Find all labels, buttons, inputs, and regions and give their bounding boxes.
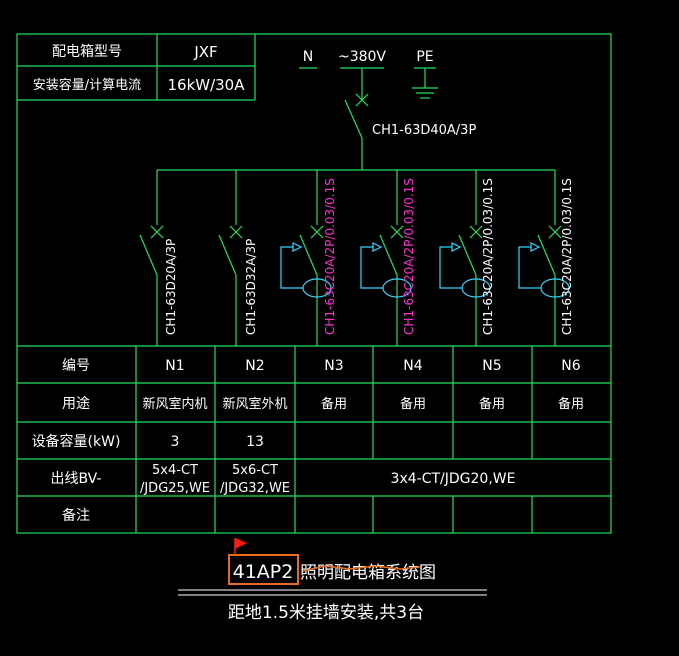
branch-n5: CH1-63C20A/2P/0.03/0.1S [439,170,495,346]
cell-cable-line2: /JDG32,WE [220,481,290,496]
branch-breaker-label: CH1-63C20A/2P/0.03/0.1S [481,178,495,335]
rcd-icon [360,242,412,298]
box-model-label: 配电箱型号 [52,44,122,60]
cell-cable-line2: /JDG25,WE [140,481,210,496]
branch-breaker-label: CH1-63C20A/2P/0.03/0.1S [323,178,337,335]
branch-circuits: CH1-63D20A/3P CH1-63D32A/3P CH1-63C20A/2P/… [139,170,574,346]
cell-number: N2 [245,358,264,374]
cell-cable-line1: 5x4-CT [152,463,198,478]
pe-label: PE [416,49,433,65]
diagram-frame [16,33,612,534]
cell-number: N6 [561,358,580,374]
circuit-table: 编号 用途 设备容量(kW) 出线BV- 备注 3x4-CT/JDG20,WE … [17,345,611,533]
main-breaker-icon [344,68,369,170]
row-label-usage: 用途 [62,395,90,412]
capacity-label: 安装容量/计算电流 [33,77,141,93]
red-flag-icon [234,538,247,555]
cell-capacity: 3 [171,434,180,450]
branch-breaker-label: CH1-63D32A/3P [244,239,258,335]
capacity-value: 16kW/30A [167,76,245,94]
voltage-label: ~380V [338,49,386,65]
branch-breaker-label: CH1-63D20A/3P [164,239,178,335]
rcd-icon [518,242,570,298]
cell-number: N5 [482,358,501,374]
cell-capacity: 13 [246,434,264,450]
cell-number: N4 [403,358,422,374]
main-breaker-label: CH1-63D40A/3P [372,123,476,138]
branch-breaker-label: CH1-63C20A/2P/0.03/0.1S [560,178,574,335]
install-note: 距地1.5米挂墙安装,共3台 [228,603,424,623]
rcd-icon [439,242,491,298]
cell-usage: 备用 [558,396,584,412]
branch-n1: CH1-63D20A/3P [139,170,178,346]
cell-usage: 新风室内机 [142,396,207,412]
ground-symbol-icon [412,68,438,99]
row-label-note: 备注 [62,507,90,524]
supply-section: N ~380V PE CH1-63D40A/3P [299,49,476,170]
merged-cable-spec: 3x4-CT/JDG20,WE [391,471,516,487]
cell-cable-line1: 5x6-CT [232,463,278,478]
title-block: 41AP2 照明配电箱系统图 距地1.5米挂墙安装,共3台 [178,538,487,623]
cell-usage: 新风室外机 [222,396,287,412]
cell-number: N1 [165,358,184,374]
cell-usage: 备用 [400,396,426,412]
info-table: 配电箱型号 JXF 安装容量/计算电流 16kW/30A [17,34,256,101]
cell-usage: 备用 [321,396,347,412]
row-label-capacity: 设备容量(kW) [32,433,121,450]
branch-n4: CH1-63C20A/2P/0.03/0.1S [360,170,416,346]
diagram-code: 41AP2 [233,561,294,583]
strike-mark [302,565,421,572]
box-model-value: JXF [193,43,217,61]
neutral-label: N [303,49,313,65]
row-label-number: 编号 [62,358,90,374]
cell-usage: 备用 [479,396,505,412]
diagram-name: 照明配电箱系统图 [300,563,436,583]
rcd-icon [280,242,332,298]
branch-n3: CH1-63C20A/2P/0.03/0.1S [280,170,337,346]
highlight-box [228,554,299,585]
branch-n6: CH1-63C20A/2P/0.03/0.1S [518,170,574,346]
branch-n2: CH1-63D32A/3P [218,170,258,346]
branch-breaker-label: CH1-63C20A/2P/0.03/0.1S [402,178,416,335]
cell-number: N3 [324,358,343,374]
row-label-cable: 出线BV- [51,471,102,487]
